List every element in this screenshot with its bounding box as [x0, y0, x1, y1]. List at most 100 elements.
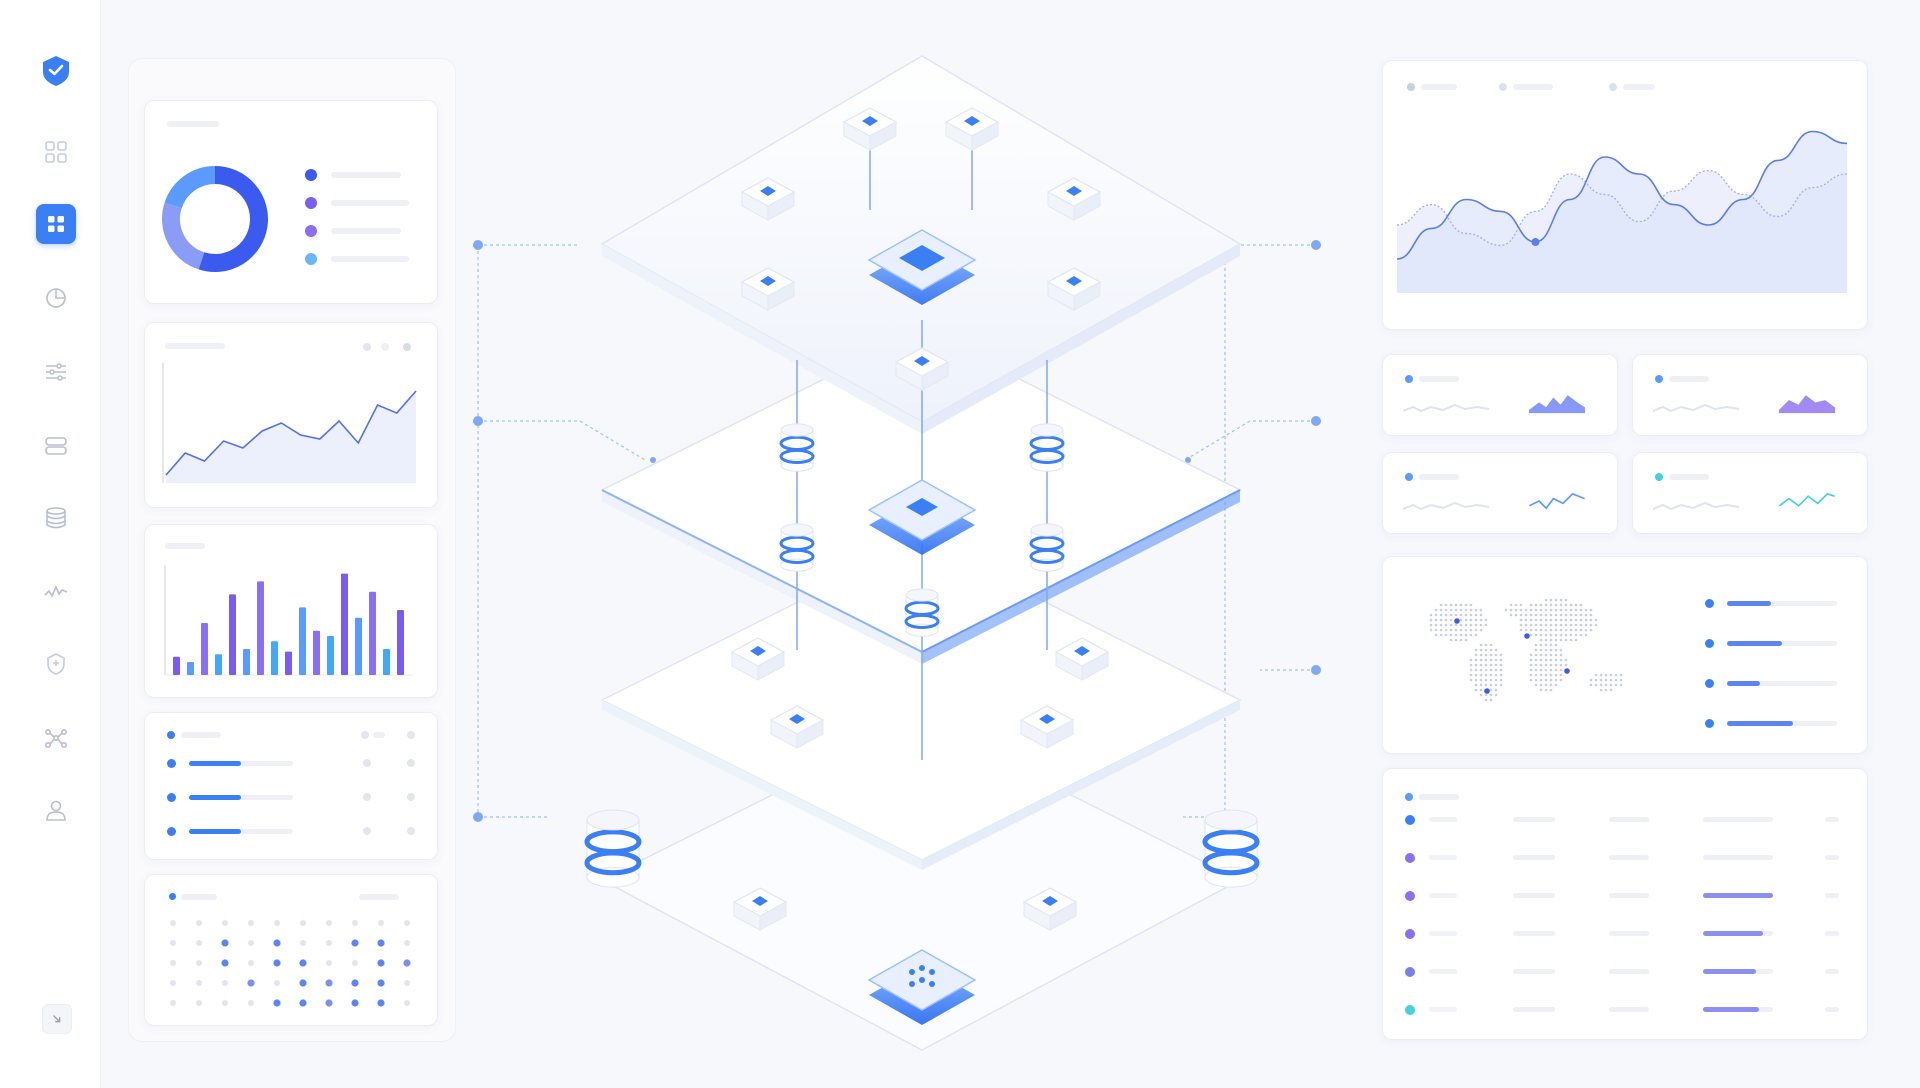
- map-dot: [1589, 683, 1593, 687]
- sparkline-path: [1778, 395, 1836, 414]
- map-dot: [1549, 678, 1553, 682]
- table-row-dot: [1405, 929, 1415, 939]
- pie-clock-icon[interactable]: [36, 278, 76, 318]
- shield-check-icon[interactable]: [38, 52, 74, 88]
- map-dot: [1534, 653, 1538, 657]
- server-stack-icon[interactable]: [36, 426, 76, 466]
- matrix-dot: [300, 940, 306, 946]
- map-dot: [1479, 678, 1483, 682]
- bar: [355, 617, 362, 675]
- map-dot: [1554, 658, 1558, 662]
- database-icon[interactable]: [36, 498, 76, 538]
- map-dot: [1574, 603, 1578, 607]
- donut-chart-card[interactable]: [144, 100, 438, 304]
- map-dot: [1574, 638, 1578, 642]
- map-dot: [1559, 623, 1563, 627]
- bar-chart-card[interactable]: [144, 524, 438, 698]
- network-nodes-icon[interactable]: [36, 718, 76, 758]
- table-cell-placeholder: [1609, 931, 1649, 936]
- map-dot: [1474, 668, 1478, 672]
- map-dot: [1589, 623, 1593, 627]
- map-dot: [1539, 623, 1543, 627]
- mini-sparkline: [1529, 492, 1585, 510]
- node-box-led: [964, 116, 980, 126]
- mini-ghost-spark: [1653, 403, 1740, 413]
- table-cell-placeholder: [1429, 969, 1457, 974]
- map-dot: [1554, 648, 1558, 652]
- dashboard-grid-icon[interactable]: [36, 204, 76, 244]
- table-cell-placeholder: [1825, 855, 1839, 860]
- user-icon[interactable]: [36, 790, 76, 830]
- dot-matrix-card[interactable]: [144, 874, 438, 1026]
- database-cylinder-top: [905, 588, 939, 602]
- mini-card-dot: [1655, 375, 1663, 383]
- mini-card-label-placeholder: [1419, 376, 1459, 382]
- map-dot: [1559, 613, 1563, 617]
- activity-wave-icon[interactable]: [36, 572, 76, 612]
- map-dot: [1559, 653, 1563, 657]
- mini-spark-card[interactable]: [1382, 354, 1618, 436]
- database-cylinder-top: [780, 423, 814, 437]
- data-table-card[interactable]: [1382, 768, 1868, 1040]
- matrix-dot: [170, 1000, 176, 1006]
- progress-track: [189, 795, 293, 800]
- matrix-dot: [196, 920, 202, 926]
- map-dot: [1494, 693, 1498, 697]
- map-dot: [1484, 693, 1488, 697]
- sliders-icon[interactable]: [36, 352, 76, 392]
- grid-outline-icon[interactable]: [36, 132, 76, 172]
- matrix-dot: [351, 939, 359, 947]
- map-dot: [1479, 648, 1483, 652]
- world-map-card[interactable]: [1382, 556, 1868, 754]
- map-dot: [1539, 618, 1543, 622]
- area-chart-card[interactable]: [1382, 60, 1868, 330]
- map-dot: [1564, 613, 1568, 617]
- map-dot: [1494, 663, 1498, 667]
- matrix-dot: [170, 980, 176, 986]
- list-item-action: [407, 759, 415, 767]
- map-dot: [1519, 618, 1523, 622]
- map-dot: [1564, 628, 1568, 632]
- map-dot: [1544, 598, 1548, 602]
- map-dot: [1489, 663, 1493, 667]
- map-dot: [1559, 638, 1563, 642]
- collapse-arrow-icon[interactable]: [42, 1004, 72, 1034]
- map-dot: [1584, 608, 1588, 612]
- map-dot: [1529, 658, 1533, 662]
- map-dot: [1429, 623, 1433, 627]
- node-box-led: [914, 356, 930, 366]
- map-dot: [1529, 663, 1533, 667]
- map-dot: [1474, 633, 1478, 637]
- table-row-dot: [1405, 967, 1415, 977]
- shield-icon[interactable]: [36, 644, 76, 684]
- progress-fill: [189, 761, 241, 766]
- line-chart-card[interactable]: [144, 322, 438, 508]
- bar: [299, 607, 306, 675]
- list-item-dot: [167, 827, 176, 836]
- map-dot: [1549, 668, 1553, 672]
- map-dot: [1549, 683, 1553, 687]
- map-dot: [1544, 628, 1548, 632]
- map-dot: [1549, 648, 1553, 652]
- map-dot: [1569, 623, 1573, 627]
- list-progress-card[interactable]: [144, 712, 438, 860]
- map-dot: [1559, 633, 1563, 637]
- map-dot: [1459, 633, 1463, 637]
- table-progress-fill: [1703, 931, 1763, 936]
- mini-spark-card[interactable]: [1382, 452, 1618, 534]
- mini-spark-card[interactable]: [1632, 452, 1868, 534]
- map-dot: [1559, 663, 1563, 667]
- map-dot: [1489, 653, 1493, 657]
- matrix-dot: [196, 940, 202, 946]
- map-dot: [1449, 603, 1453, 607]
- node-box-side: [1073, 281, 1101, 311]
- map-dot: [1554, 683, 1558, 687]
- mini-spark-card[interactable]: [1632, 354, 1868, 436]
- map-legend-dot: [1705, 679, 1714, 688]
- map-dot: [1554, 673, 1558, 677]
- map-dot: [1484, 658, 1488, 662]
- area-series-a-fill: [1397, 131, 1847, 293]
- map-dot: [1529, 668, 1533, 672]
- matrix-dot: [404, 980, 410, 986]
- map-dot: [1529, 618, 1533, 622]
